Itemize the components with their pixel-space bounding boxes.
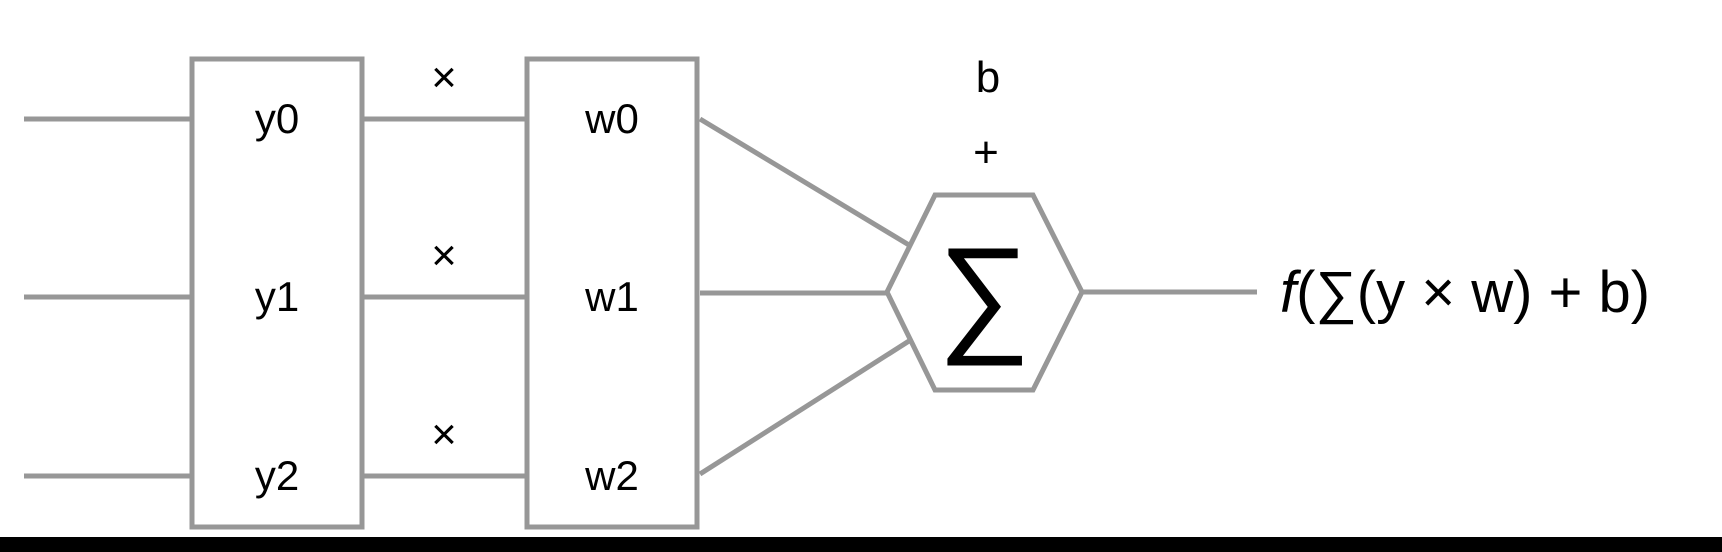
sum-connector-0 [698,116,911,248]
multiply-symbol-0: × [431,53,457,102]
weight-box [524,56,700,530]
input-label-2: y2 [255,452,299,499]
multiply-symbol-1: × [431,231,457,280]
input-label-1: y1 [255,273,299,320]
sum-node [884,192,1085,393]
input-box [189,56,365,530]
bias-label: b [976,53,1000,102]
input-label-0: y0 [255,95,299,142]
multiply-symbol-2: × [431,410,457,459]
weight-label-0: w0 [584,95,639,142]
output-expression: (∑(y × w) + b) [1296,260,1650,325]
weight-label-1: w1 [584,273,639,320]
output-formula: f(∑(y × w) + b) [1280,260,1650,325]
bottom-bar [0,537,1722,552]
weight-label-2: w2 [584,452,639,499]
sum-connector-2 [698,338,911,477]
bias-plus: + [973,128,999,177]
sum-symbol: ∑ [938,220,1031,366]
